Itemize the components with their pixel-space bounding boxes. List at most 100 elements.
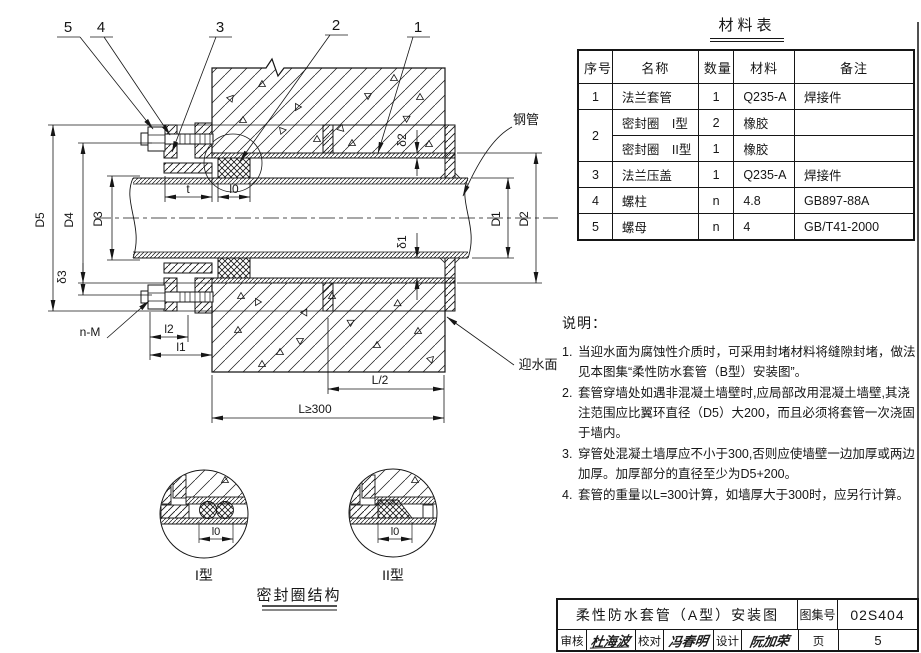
concrete-wall bbox=[211, 57, 446, 483]
table-row: 1 法兰套管 1 Q235-A 焊接件 bbox=[577, 83, 915, 110]
detail-caption: 密封圈结构 bbox=[256, 587, 341, 604]
cell-name: 密封圈 I型 bbox=[611, 109, 699, 136]
detail-caption-underline bbox=[262, 605, 337, 611]
cell-material: 4 bbox=[733, 213, 796, 241]
seal-detail-type1: l0 I型 bbox=[159, 469, 249, 583]
checker-signature: 冯春明 bbox=[663, 630, 713, 651]
cell-qty: n bbox=[697, 213, 735, 241]
pipe-break-left bbox=[129, 177, 137, 259]
table-row: 2 密封圈 I型 2 橡胶 bbox=[577, 109, 915, 162]
dim-t: t bbox=[186, 182, 190, 196]
list-item: 1. 当迎水面为腐蚀性介质时，可采用封堵材料将缝隙封堵，做法见本图集“柔性防水套… bbox=[562, 342, 920, 382]
list-item: 3. 穿管处混凝土墙厚应不小于300,否则应使墙壁一边加厚或两边加厚。加厚部分的… bbox=[562, 444, 920, 484]
reviewer-signature: 杜海波 bbox=[586, 630, 635, 651]
col-header-material: 材料 bbox=[733, 49, 796, 84]
dim-half-length: L/2 bbox=[372, 373, 389, 387]
note-number: 4. bbox=[562, 488, 573, 503]
cell-qty: 1 bbox=[697, 161, 735, 188]
water-face-label: 迎水面 bbox=[518, 357, 557, 372]
table-row: 5 螺母 n 4 GB/T41-2000 bbox=[577, 213, 915, 241]
materials-table: 序号 名称 数量 材料 备注 1 法兰套管 1 Q235-A 焊接件 2 密封圈… bbox=[577, 49, 915, 241]
cell-qty: 1 bbox=[697, 135, 735, 162]
note-number: 2. bbox=[562, 386, 573, 401]
cell-material: 橡胶 bbox=[733, 135, 796, 162]
checker-label: 校对 bbox=[635, 630, 663, 651]
reviewer-label: 审核 bbox=[560, 635, 584, 648]
seal-detail-type2: l0 II型 bbox=[348, 468, 438, 583]
cell-qty: 1 bbox=[697, 83, 735, 110]
note-number: 1. bbox=[562, 345, 573, 360]
table-row: 4 螺柱 n 4.8 GB897-88A bbox=[577, 187, 915, 214]
col-header-note: 备注 bbox=[794, 49, 915, 84]
cell-no: 3 bbox=[577, 161, 613, 188]
dim-D1: D1 bbox=[489, 211, 503, 227]
dim-delta2: δ2 bbox=[395, 133, 409, 147]
bolt-spec-label: n-M bbox=[80, 325, 101, 339]
cell-no: 4 bbox=[577, 187, 613, 214]
cell-name: 法兰压盖 bbox=[611, 161, 699, 188]
callout-3: 3 bbox=[216, 19, 224, 36]
cell-name: 螺柱 bbox=[611, 187, 699, 214]
callout-leaders bbox=[57, 34, 430, 162]
callout-1: 1 bbox=[414, 19, 422, 36]
list-item: 2. 套管穿墙处如遇非混凝土墙壁时,应局部改用混凝土墙壁,其浇注范围应比翼环直径… bbox=[562, 383, 920, 443]
dim-l2: l2 bbox=[164, 322, 174, 336]
dim-total-length: L≥300 bbox=[298, 402, 332, 416]
detail1-type-label: I型 bbox=[195, 567, 213, 583]
dimension-lines bbox=[48, 124, 542, 423]
cell-note: GB/T41-2000 bbox=[794, 213, 915, 241]
dim-D5: D5 bbox=[33, 212, 47, 228]
col-header-name: 名称 bbox=[611, 49, 699, 84]
cell-material: 橡胶 bbox=[733, 109, 796, 136]
designer-label: 设计 bbox=[713, 630, 741, 651]
cell-no: 5 bbox=[577, 213, 613, 241]
callout-4: 4 bbox=[97, 19, 105, 36]
detail-reference-circle bbox=[203, 133, 263, 193]
col-header-qty: 数量 bbox=[697, 49, 735, 84]
note-number: 3. bbox=[562, 447, 573, 462]
aggregate-marks bbox=[220, 73, 435, 483]
cell-no: 2 bbox=[577, 109, 613, 162]
drawing-title: 柔性防水套管（A型）安装图 bbox=[575, 606, 780, 623]
wing-ring-top bbox=[322, 124, 334, 154]
steel-pipe-section bbox=[95, 177, 558, 259]
atlas-number-label: 图集号 bbox=[797, 600, 837, 629]
cell-material: 4.8 bbox=[733, 187, 796, 214]
cell-note bbox=[794, 109, 915, 136]
note-text: 套管的重量以L=300计算，如墙厚大于300时，应另行计算。 bbox=[578, 488, 909, 503]
detail2-l0: l0 bbox=[391, 526, 400, 538]
dim-delta3: δ3 bbox=[55, 270, 69, 284]
cell-material: Q235-A bbox=[733, 161, 796, 188]
flange-sleeve bbox=[194, 122, 461, 314]
list-item: 4. 套管的重量以L=300计算，如墙厚大于300时，应另行计算。 bbox=[562, 485, 920, 505]
title-block: 柔性防水套管（A型）安装图 图集号 02S404 审核 杜海波 校对 冯春明 设… bbox=[556, 598, 919, 652]
cell-material: Q235-A bbox=[733, 83, 796, 110]
note-text: 穿管处混凝土墙厚应不小于300,否则应使墙壁一边加厚或两边加厚。加厚部分的直径至… bbox=[578, 447, 915, 482]
detail1-l0: l0 bbox=[212, 526, 221, 538]
dim-delta1: δ1 bbox=[395, 235, 409, 249]
note-text: 套管穿墙处如遇非混凝土墙壁时,应局部改用混凝土墙壁,其浇注范围应比翼环直径（D5… bbox=[578, 386, 915, 441]
cell-note: 焊接件 bbox=[794, 83, 915, 110]
dim-D4: D4 bbox=[62, 212, 76, 228]
page-label: 页 bbox=[798, 630, 838, 651]
materials-header-row: 序号 名称 数量 材料 备注 bbox=[577, 49, 915, 84]
cell-name: 螺母 bbox=[611, 213, 699, 241]
dim-D3: D3 bbox=[91, 211, 105, 227]
seal-rings bbox=[203, 133, 263, 279]
atlas-number-value: 02S404 bbox=[837, 600, 917, 629]
stud-bolt-top bbox=[140, 126, 214, 152]
cell-name: 密封圈 II型 bbox=[611, 135, 699, 162]
dim-l0: l0 bbox=[229, 182, 239, 196]
page-number: 5 bbox=[838, 630, 917, 651]
dim-l1: l1 bbox=[176, 340, 186, 354]
stud-bolt-bottom bbox=[140, 284, 214, 310]
materials-table-section: 材料表 序号 名称 数量 材料 备注 1 法兰套管 1 Q235-A 焊接件 2… bbox=[577, 14, 917, 241]
steel-pipe-label: 钢管 bbox=[513, 112, 539, 127]
label-leaders bbox=[106, 126, 515, 366]
cell-name: 法兰套管 bbox=[611, 83, 699, 110]
wing-ring-bottom bbox=[322, 282, 334, 312]
cell-note: GB897-88A bbox=[794, 187, 915, 214]
note-text: 当迎水面为腐蚀性介质时，可采用封堵材料将缝隙封堵，做法见本图集“柔性防水套管（B… bbox=[578, 345, 916, 380]
callout-5: 5 bbox=[64, 19, 72, 36]
